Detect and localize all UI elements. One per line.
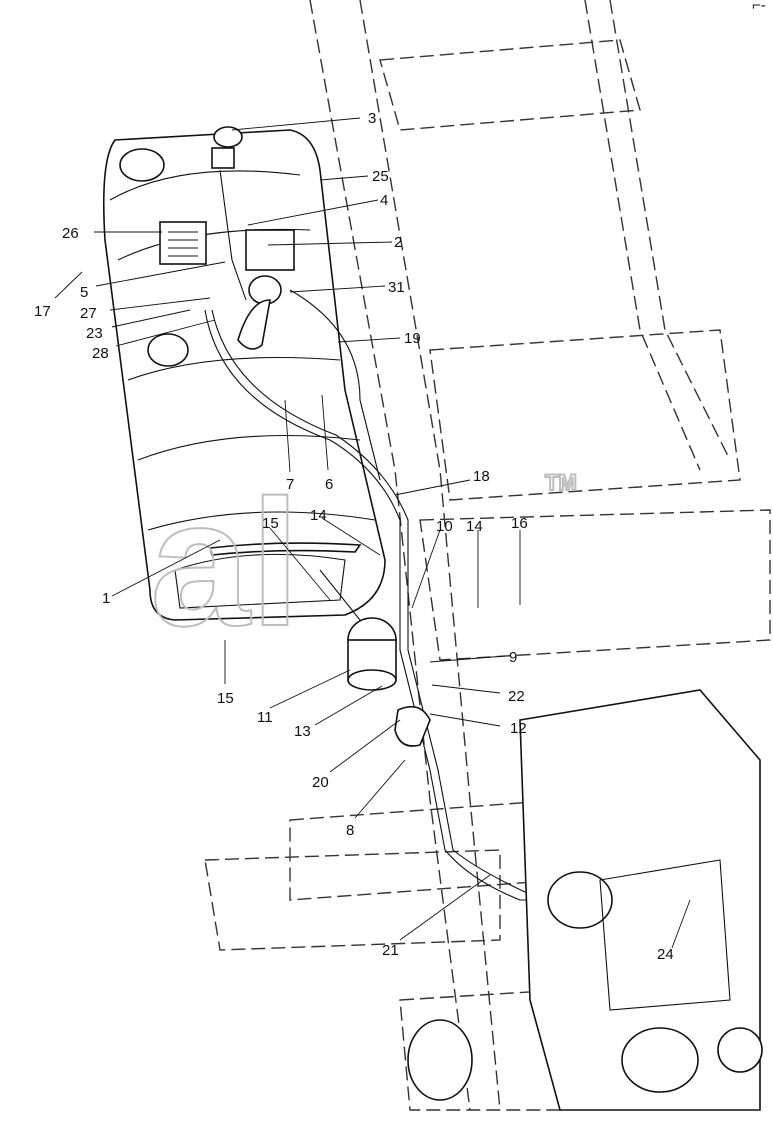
callout-11: 11 [257,709,273,726]
callout-26: 25 [372,168,389,185]
fuel-pump-module [211,126,295,350]
callout-3: 3 [368,110,376,127]
fuel-filter [347,617,431,747]
callout-14-right: 14 [466,518,483,535]
callout-24: 24 [657,946,674,963]
callout-6: 6 [325,476,333,493]
callout-23: 22 [508,688,525,705]
watermark-text: al [150,463,300,664]
callout-18: 17 [34,303,51,320]
callout-2: 2 [394,234,402,251]
callout-17: 16 [511,515,528,532]
corner-mark: ⌐- [752,0,766,14]
callout-27: 26 [62,225,79,242]
callout-20: 19 [404,330,421,347]
callout-31: 31 [388,279,405,296]
callout-12: 12 [510,720,527,737]
callout-16: 15 [217,690,234,707]
callout-28: 27 [80,305,97,322]
callout-5: 5 [80,284,88,301]
callout-15: 15 [262,515,279,532]
callouts: 3 25 4 26 2 5 31 17 27 23 19 28 18 7 6 1… [34,110,674,963]
callout-8: 8 [346,822,354,839]
callout-14-left: 14 [310,507,327,524]
callout-4: 4 [380,192,388,209]
leader-lines [54,117,691,949]
fuel-lines [204,289,720,901]
callout-19: 18 [473,468,490,485]
callout-30: 28 [92,345,109,362]
callout-13: 13 [294,723,311,740]
callout-1: 1 [102,590,110,607]
callout-25: 23 [86,325,103,342]
engine [407,689,763,1111]
callout-22: 21 [382,942,399,959]
watermark-trademark: TM [545,470,577,495]
callout-7: 7 [286,476,294,493]
callout-10: 10 [436,518,453,535]
callout-21: 20 [312,774,329,791]
callout-9: 9 [509,649,517,666]
